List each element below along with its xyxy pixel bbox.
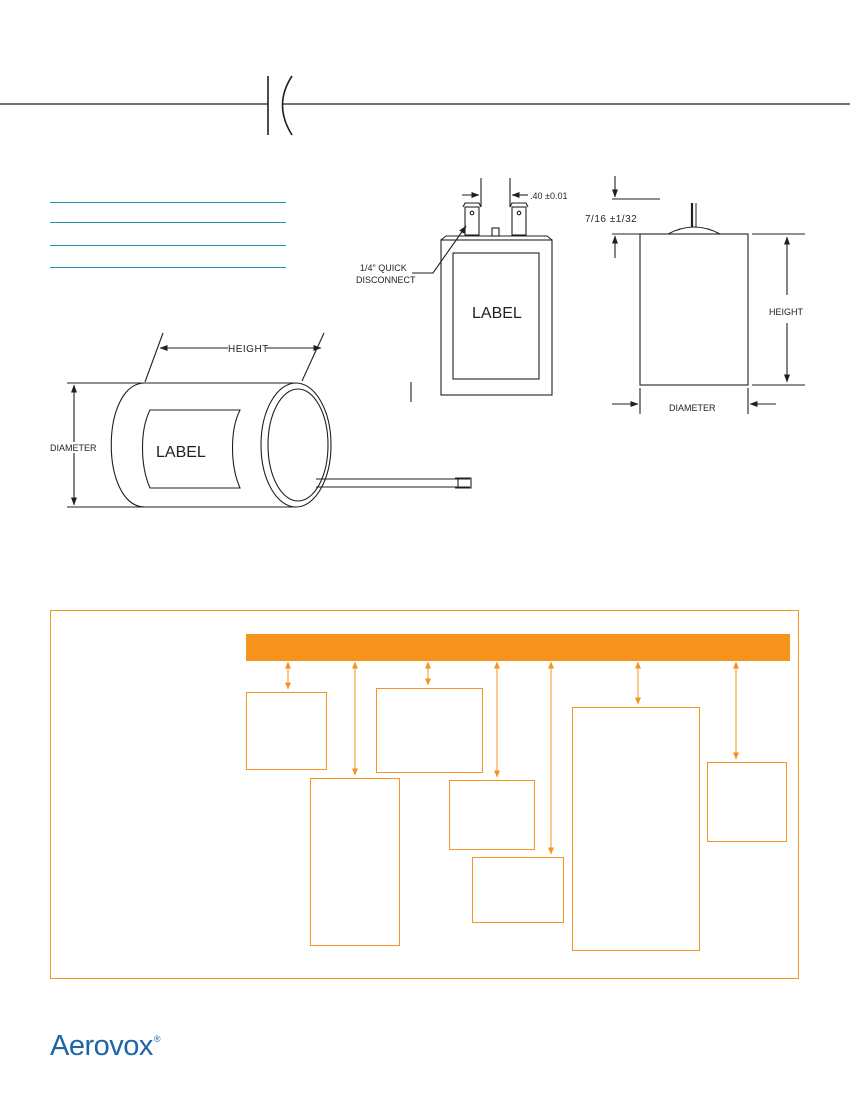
oval-front-drawing <box>410 178 553 402</box>
part-field-box-4 <box>449 780 535 850</box>
capacitor-symbol-rule <box>0 75 850 136</box>
dimension-drawings: HEIGHT DIAMETER LABEL .40 ±0.01 1/4" <box>50 176 805 508</box>
oval-side-body <box>639 233 749 386</box>
terminal-left <box>464 206 480 236</box>
cylinder-capacitor-drawing <box>67 332 472 508</box>
spec-line-3 <box>50 245 286 246</box>
terminal-height-dim: 7/16 ±1/32 <box>585 214 637 225</box>
cylinder-label-panel <box>141 409 241 489</box>
spec-line-2 <box>50 222 286 223</box>
cylinder-front-inner <box>267 388 329 502</box>
cylinder-height-label: HEIGHT <box>228 344 269 355</box>
capacitor-curved-plate <box>281 75 293 136</box>
part-field-box-1 <box>246 692 327 770</box>
cylinder-label-text: LABEL <box>156 444 206 461</box>
oval-label-text: LABEL <box>472 305 522 322</box>
registered-mark: ® <box>153 1034 161 1044</box>
aerovox-logo: Aerovox® <box>50 1030 161 1063</box>
spec-line-4 <box>50 267 286 268</box>
part-field-box-2 <box>310 778 400 946</box>
spec-line-1 <box>50 202 286 203</box>
part-field-box-7 <box>707 762 787 842</box>
cylinder-front-end <box>260 382 332 508</box>
terminal-right <box>511 206 527 236</box>
oval-diameter-label: DIAMETER <box>669 403 716 413</box>
oval-front-body <box>440 239 553 396</box>
part-number-diagram <box>50 610 799 979</box>
terminal-spacing-dim: .40 ±0.01 <box>530 191 567 201</box>
oval-height-label: HEIGHT <box>769 307 804 317</box>
cylinder-diameter-label: DIAMETER <box>50 443 97 453</box>
quick-disconnect-line1: 1/4" QUICK <box>360 263 407 273</box>
part-number-bar <box>246 634 790 661</box>
part-field-box-6 <box>572 707 700 951</box>
oval-side-drawing <box>612 176 805 414</box>
cylinder-back-end <box>110 382 146 508</box>
part-field-box-3 <box>376 688 483 773</box>
part-field-box-5 <box>472 857 564 923</box>
logo-text: Aerovox <box>50 1030 153 1062</box>
quick-disconnect-line2: DISCONNECT <box>356 275 416 285</box>
